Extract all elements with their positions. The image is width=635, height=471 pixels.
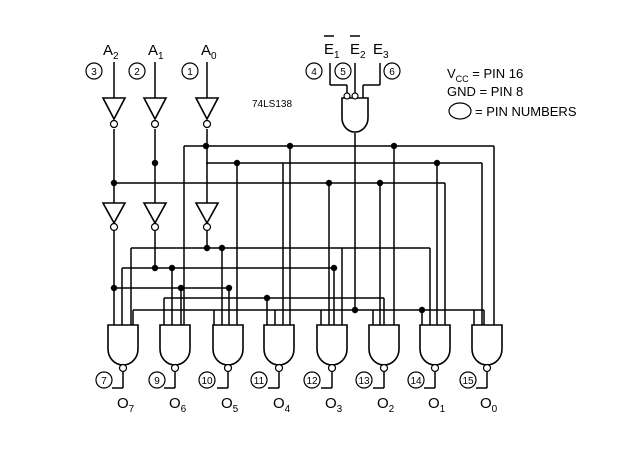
output-label-o6: O6: [169, 395, 187, 415]
pin-number-legend-bubble: [448, 102, 472, 120]
nand-gate-o7: [107, 324, 139, 366]
junction-dots: [110, 142, 441, 314]
svg-text:14: 14: [410, 376, 422, 387]
output-label-o2: O2: [377, 395, 395, 415]
pin-number-e2: 5: [340, 67, 346, 78]
outputs: 7 O7 9 O6 10 O5 11 O4 12 O3 13 O2 14: [95, 371, 498, 415]
gnd-note: GND = PIN 8: [447, 84, 523, 99]
svg-text:12: 12: [306, 376, 318, 387]
input-label-a2: A2: [103, 42, 119, 62]
nand-gate-o3: [316, 324, 348, 366]
enable-and-gate: [341, 92, 369, 133]
pin-number-a0: 1: [187, 67, 193, 78]
pin-number-e3: 6: [389, 67, 395, 78]
output-label-o0: O0: [480, 395, 498, 415]
pin-number-a2: 3: [91, 67, 97, 78]
svg-text:9: 9: [154, 376, 160, 387]
pin-bubble-o6: [148, 371, 166, 389]
nand-gate-o2: [368, 324, 400, 366]
svg-text:15: 15: [462, 376, 474, 387]
pin-bubble-o2: [355, 371, 373, 389]
pin-number-a1: 2: [134, 67, 140, 78]
wiring: [112, 62, 495, 389]
pin-bubble-a0: [181, 62, 199, 80]
nand-gate-o1: [419, 324, 451, 366]
svg-text:10: 10: [201, 376, 213, 387]
nand-gate-o0: [471, 324, 503, 366]
output-gates: [107, 324, 503, 373]
output-label-o3: O3: [325, 395, 343, 415]
output-label-o5: O5: [221, 395, 239, 415]
nand-gate-o5: [212, 324, 244, 366]
pin-bubble-o0: [459, 371, 477, 389]
svg-text:11: 11: [254, 376, 265, 387]
inverters-row-2: [101, 202, 220, 232]
pin-bubble-a2: [85, 62, 103, 80]
pin-bubble-e3: [383, 62, 401, 80]
vcc-note: VCC = PIN 16: [447, 66, 523, 84]
svg-text:7: 7: [101, 376, 107, 387]
output-label-o7: O7: [117, 395, 135, 415]
inverter-a1-buffer: [142, 202, 168, 225]
svg-text:13: 13: [358, 376, 370, 387]
output-label-o4: O4: [273, 395, 291, 415]
input-label-a0: A0: [201, 42, 217, 62]
inverter-a0-buffer: [194, 202, 220, 225]
enable-label-e3: E3: [373, 41, 389, 61]
pin-bubble-o1: [407, 371, 425, 389]
pin-bubble-o7: [95, 371, 113, 389]
output-label-o1: O1: [428, 395, 446, 415]
nand-gate-o4: [263, 324, 295, 366]
pin-bubble-o3: [303, 371, 321, 389]
inverter-a2: [101, 97, 127, 121]
enable-label-e1: E1: [324, 41, 340, 61]
inverter-a1: [142, 97, 168, 121]
power-notes: VCC = PIN 16 GND = PIN 8 = PIN NUMBERS: [447, 66, 577, 120]
pin-number-legend: = PIN NUMBERS: [475, 104, 577, 119]
pin-number-e1: 4: [311, 67, 317, 78]
pin-bubble-o4: [250, 371, 268, 389]
nand-gate-o6: [159, 324, 191, 366]
enable-inputs: E1 E2 E3 4 5 6: [305, 35, 401, 80]
inverter-a0: [194, 97, 220, 121]
inverters-row-1: [101, 97, 220, 129]
device-label: 74LS138: [252, 99, 292, 110]
enable-label-e2: E2: [350, 41, 366, 61]
pin-bubble-e2: [334, 62, 352, 80]
inverter-a2-buffer: [101, 202, 127, 225]
pin-bubble-o5: [198, 371, 216, 389]
pin-bubble-e1: [305, 62, 323, 80]
address-inputs: A2 A1 A0 3 2 1: [85, 42, 217, 80]
input-label-a1: A1: [148, 42, 164, 62]
pin-bubble-a1: [128, 62, 146, 80]
